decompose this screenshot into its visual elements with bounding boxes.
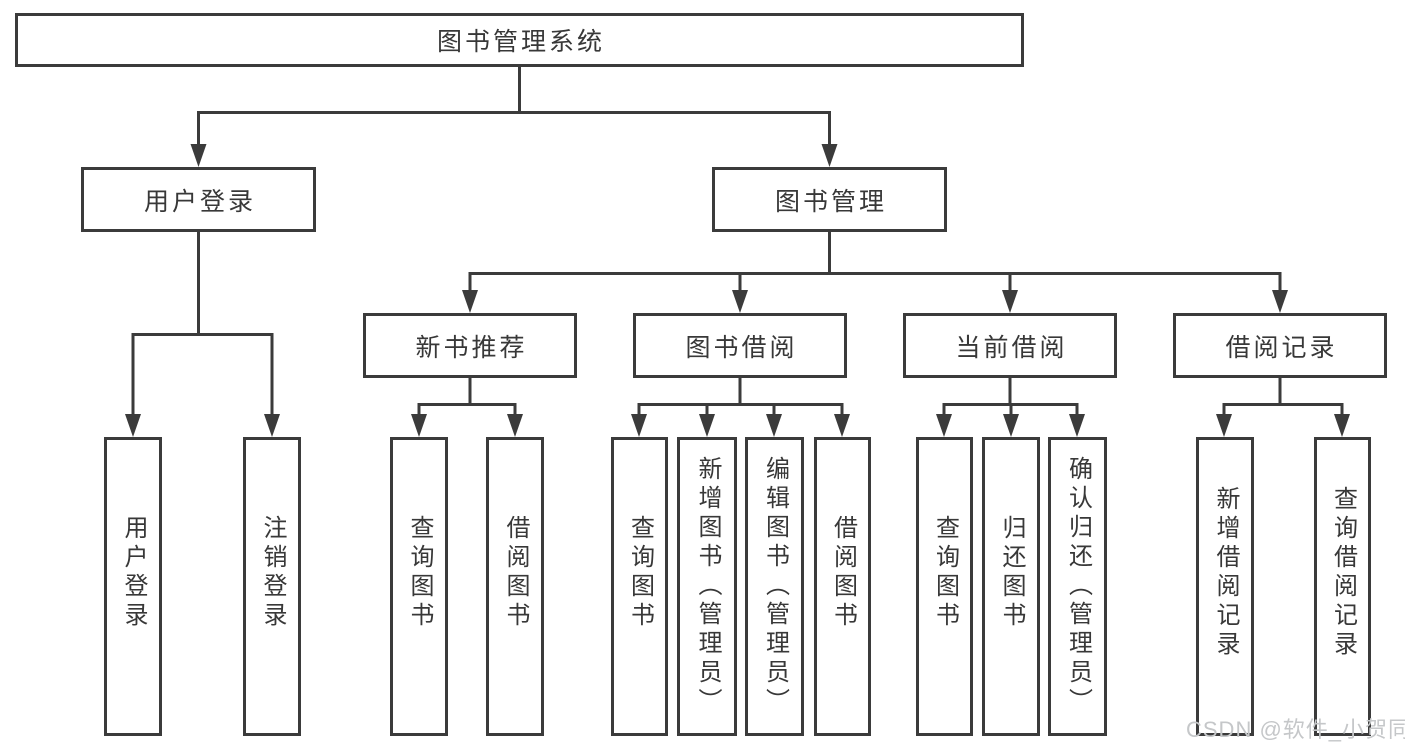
leaf-query-books-recommend: 查询图书 <box>390 437 448 736</box>
leaf-user-login: 用户登录 <box>104 437 162 736</box>
node-book-management: 图书管理 <box>712 167 947 232</box>
node-book-borrowing: 图书借阅 <box>633 313 847 378</box>
leaf-add-book-admin: 新增图书（管理员） <box>677 437 737 736</box>
node-root: 图书管理系统 <box>15 13 1024 67</box>
leaf-add-borrow-record: 新增借阅记录 <box>1196 437 1254 736</box>
leaf-borrow-books-recommend: 借阅图书 <box>486 437 544 736</box>
node-user-login: 用户登录 <box>81 167 316 232</box>
leaf-borrow-books-borrow: 借阅图书 <box>814 437 871 736</box>
node-new-book-recommend: 新书推荐 <box>363 313 577 378</box>
node-borrowing-records: 借阅记录 <box>1173 313 1387 378</box>
leaf-query-borrow-record: 查询借阅记录 <box>1314 437 1371 736</box>
leaf-return-books: 归还图书 <box>982 437 1040 736</box>
node-current-borrowing: 当前借阅 <box>903 313 1117 378</box>
leaf-confirm-return-admin: 确认归还（管理员） <box>1048 437 1107 736</box>
csdn-watermark: CSDN @软件_小贺同学 <box>1186 717 1405 742</box>
leaf-query-books-borrow: 查询图书 <box>611 437 668 736</box>
leaf-logout: 注销登录 <box>243 437 301 736</box>
leaf-edit-book-admin: 编辑图书（管理员） <box>745 437 804 736</box>
leaf-query-books-current: 查询图书 <box>916 437 973 736</box>
